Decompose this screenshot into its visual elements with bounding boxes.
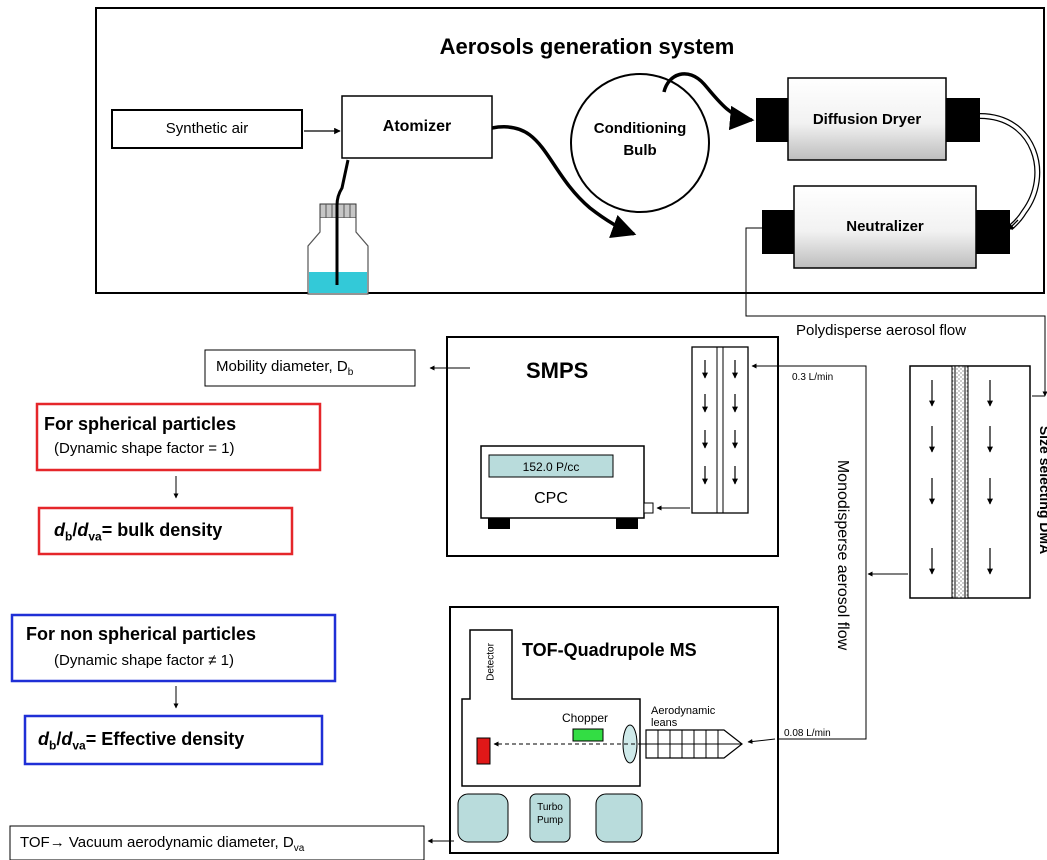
synthetic-air-box [111, 109, 303, 149]
conditioning-bulb [570, 73, 710, 213]
spherical-heading: For spherical particles [44, 414, 237, 434]
diffusion-dryer-label: Diffusion Dryer [812, 111, 922, 128]
polydisperse-flow-line [745, 227, 1046, 380]
tof-inlet-arrow [747, 738, 776, 744]
conditioning-bulb-label-2: Bulb [623, 142, 657, 159]
detector-label: Detector [485, 643, 497, 681]
smps-column [691, 346, 749, 514]
page-title: Aerosols generation system [439, 34, 735, 59]
vacuum-diameter-label: TOF→ Vacuum aerodynamic diameter, Dva [20, 834, 305, 854]
atomizer-siphon-tube [335, 159, 350, 285]
tof-flow-rate: 0.08 L/min [784, 728, 831, 739]
monodisperse-flow-line [775, 365, 867, 740]
bulb-to-dryer-tube [662, 72, 755, 131]
turbo-pump-label-1: Turbo [537, 802, 563, 813]
spherical-result: db/dva= bulk density [54, 520, 223, 544]
monodisperse-flow-label: Monodisperse aerosol flow [834, 459, 851, 651]
mobility-diameter-label: Mobility diameter, Db [216, 358, 354, 378]
polydisperse-flow-label: Polydisperse aerosol flow [796, 322, 967, 339]
tof-ms-device [457, 629, 743, 843]
dma-column [909, 365, 1031, 599]
atomizer-label: Atomizer [382, 118, 452, 135]
atomizer-to-bulb-tube [491, 125, 637, 238]
nonspherical-box [10, 613, 337, 683]
neutralizer-label: Neutralizer [846, 218, 924, 235]
lens-label-2: leans [651, 717, 678, 729]
smps-flow-rate: 0.3 L/min [792, 372, 834, 383]
spherical-note: (Dynamic shape factor = 1) [54, 440, 235, 457]
conditioning-bulb-label-1: Conditioning [593, 120, 687, 137]
vacuum-diameter-box [9, 825, 425, 860]
generation-system-frame [95, 7, 1045, 294]
cpc-label: CPC [534, 490, 568, 507]
smps-title: SMPS [526, 358, 589, 383]
chopper-label: Chopper [562, 711, 609, 725]
nonspherical-result-box [23, 714, 324, 766]
cpc-display-readout: 152.0 P/cc [522, 460, 580, 474]
tof-ms-title: TOF-Quadrupole MS [522, 640, 697, 660]
lens-label-1: Aerodynamic [651, 705, 716, 717]
spherical-result-box [37, 506, 294, 556]
turbo-pump-label-2: Pump [536, 815, 564, 826]
neutralizer [762, 185, 1010, 269]
synthetic-air-label: Synthetic air [165, 120, 249, 137]
nonspherical-note: (Dynamic shape factor ≠ 1) [54, 652, 234, 669]
dma-label: Size selecting DMA [1037, 425, 1047, 555]
nonspherical-result: db/dva= Effective density [38, 729, 245, 753]
diffusion-dryer [756, 77, 980, 161]
nonspherical-heading: For non spherical particles [26, 624, 257, 644]
cpc-device [480, 445, 654, 529]
mobility-diameter-box [204, 349, 416, 387]
spherical-box [35, 402, 322, 472]
